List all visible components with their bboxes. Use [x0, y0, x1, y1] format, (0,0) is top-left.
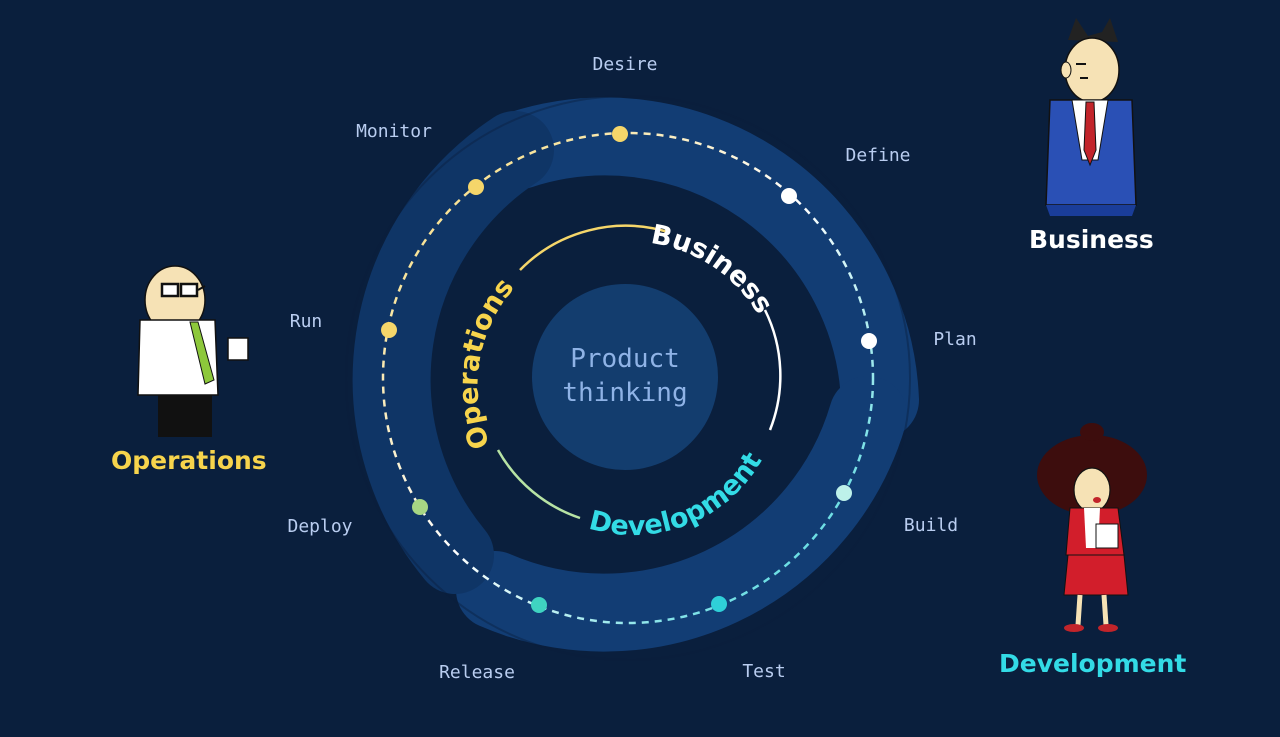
- stage-dot-define: [781, 188, 797, 204]
- svg-text:Operations: Operations: [453, 272, 520, 453]
- role-label-development: Development: [999, 649, 1187, 678]
- stage-label-deploy: Deploy: [287, 516, 352, 537]
- center-disc: [532, 284, 718, 470]
- stage-dot-build: [836, 485, 852, 501]
- stage-label-define: Define: [845, 145, 910, 166]
- business-person-illustration: [1045, 18, 1137, 216]
- development-person-illustration: [1037, 423, 1147, 632]
- stage-dot-release: [531, 597, 547, 613]
- stage-dots: [381, 126, 877, 613]
- ring-segment-operations: [352, 111, 554, 594]
- role-label-business: Business: [1029, 225, 1154, 254]
- stage-label-desire: Desire: [592, 54, 657, 75]
- stage-dot-plan: [861, 333, 877, 349]
- stage-label-test: Test: [742, 661, 785, 682]
- stage-label-run: Run: [290, 311, 323, 332]
- stage-labels: Desire Define Plan Build Test Release De…: [287, 54, 976, 683]
- stage-dot-desire: [612, 126, 628, 142]
- stage-label-build: Build: [904, 515, 958, 536]
- inner-ring: [496, 224, 782, 520]
- ring-segment-development: [456, 376, 907, 652]
- stage-label-monitor: Monitor: [356, 121, 432, 142]
- stage-label-release: Release: [439, 662, 515, 683]
- stage-dot-deploy: [412, 499, 428, 515]
- stage-dot-test: [711, 596, 727, 612]
- dashed-cycle-path: [381, 131, 875, 625]
- center-title-line2: thinking: [562, 378, 687, 408]
- stage-dot-monitor: [468, 179, 484, 195]
- center-title-line1: Product: [570, 344, 680, 374]
- role-label-operations: Operations: [111, 446, 267, 475]
- stage-dot-run: [381, 322, 397, 338]
- arc-title-operations: Operations: [453, 272, 520, 453]
- stage-label-plan: Plan: [933, 329, 976, 350]
- operations-person-illustration: [137, 265, 249, 437]
